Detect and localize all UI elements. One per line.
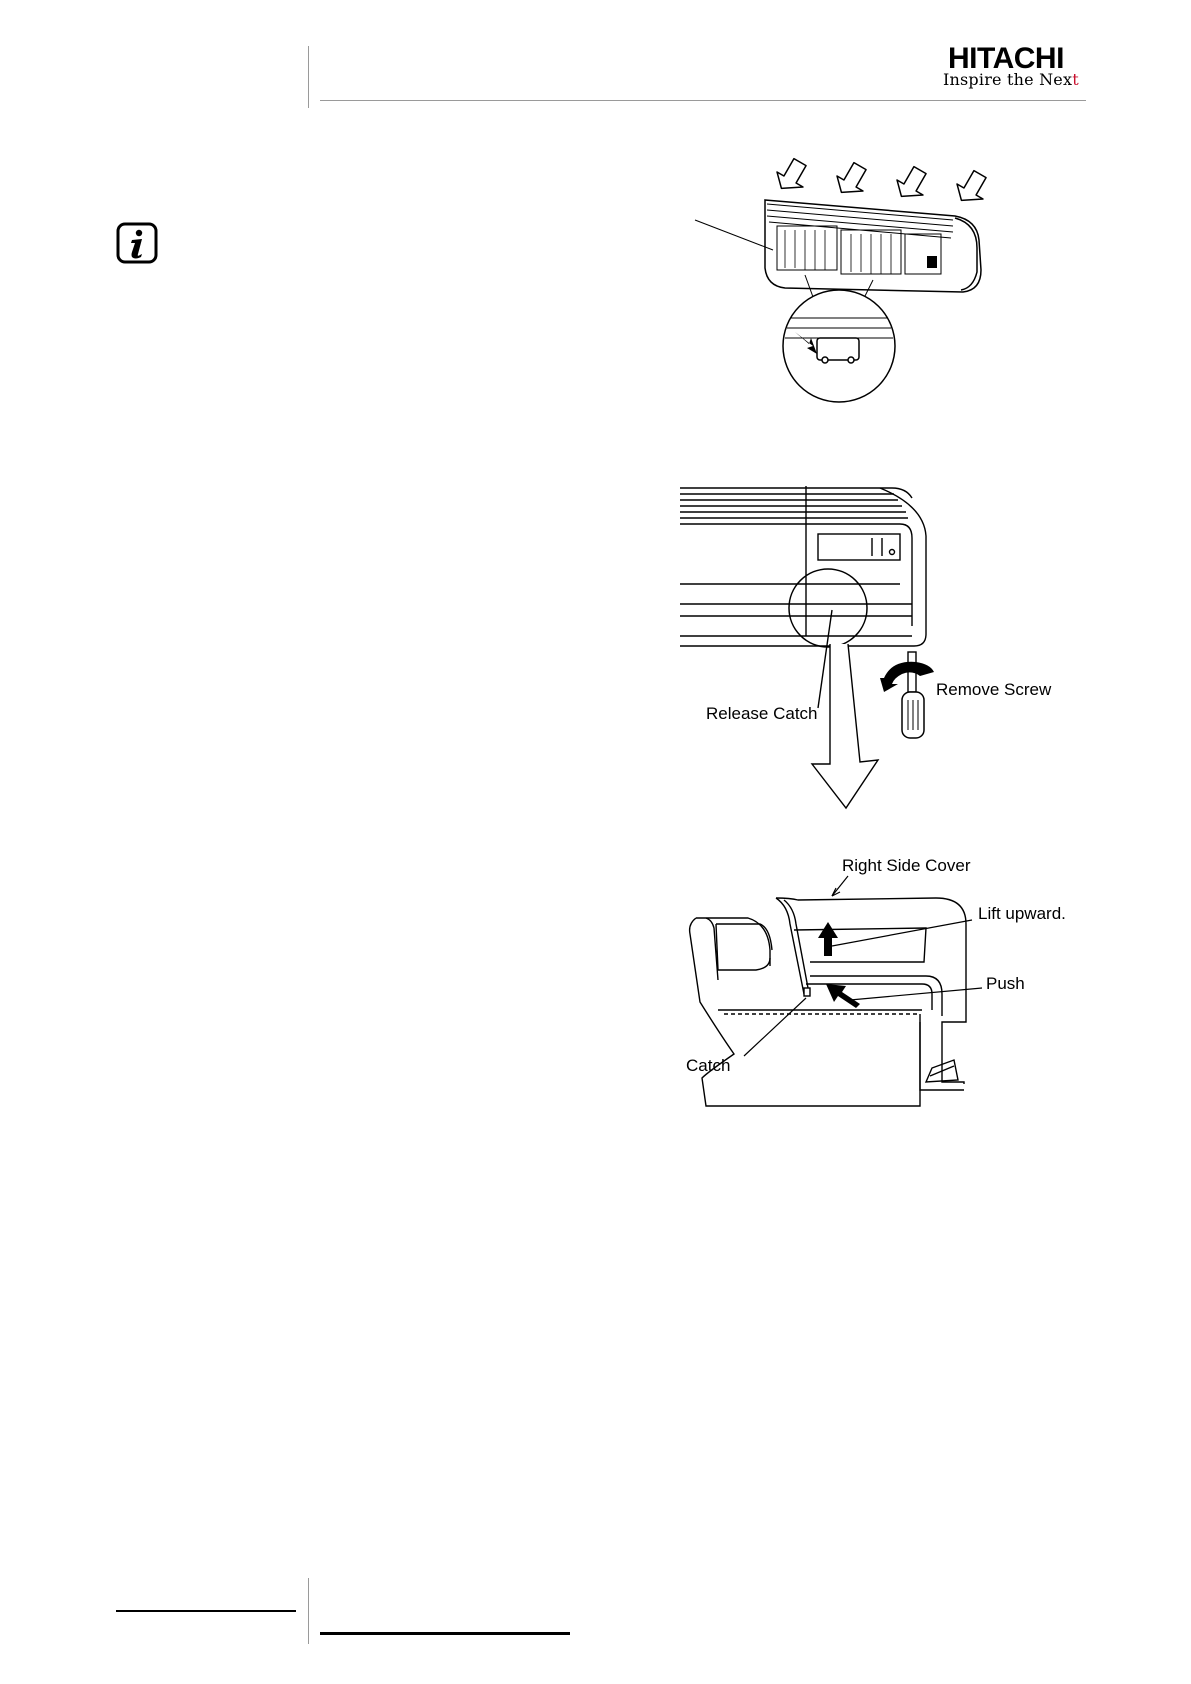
label-remove-screw: Remove Screw [936, 680, 1051, 700]
rotate-arrow-icon [880, 662, 934, 692]
header-horizontal-rule [320, 100, 1086, 101]
label-right-side-cover: Right Side Cover [842, 856, 971, 876]
figure-front-panel [680, 486, 1100, 816]
label-catch: Catch [686, 1056, 730, 1076]
arrow-push-icon [826, 984, 860, 1008]
figure-unit-airflow [755, 160, 1015, 400]
airflow-arrow-icon [771, 155, 813, 198]
footer-right-rule [320, 1632, 570, 1635]
airflow-arrow-icon [891, 163, 933, 206]
arrow-up-icon [818, 922, 838, 956]
info-icon [116, 222, 158, 264]
label-lift-upward: Lift upward. [978, 904, 1066, 924]
footer-vertical-rule [308, 1578, 309, 1644]
label-push: Push [986, 974, 1025, 994]
airflow-arrow-icon [951, 167, 993, 210]
header-vertical-rule [308, 46, 309, 108]
label-release-catch: Release Catch [706, 704, 818, 724]
footer-left-rule [116, 1610, 296, 1612]
airflow-arrow-icon [831, 159, 873, 202]
brand-tagline: Inspire the Next [943, 70, 1079, 90]
